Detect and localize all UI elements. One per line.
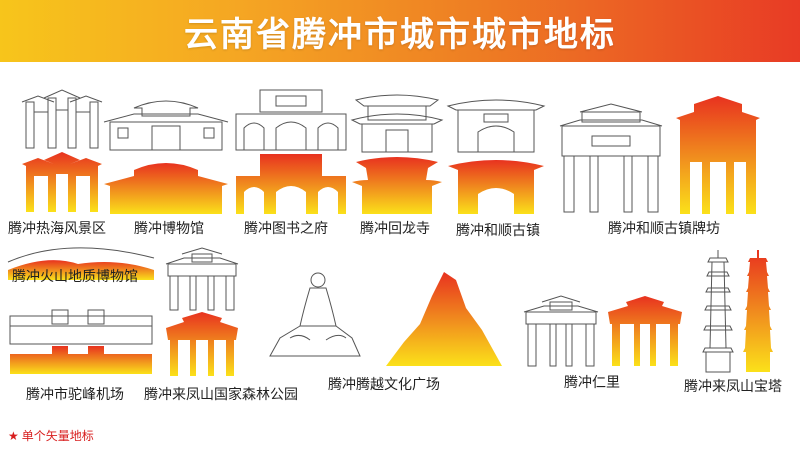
landmark-label-volcano-museum: 腾冲火山地质博物馆	[12, 269, 138, 285]
heshun-gate-color	[676, 96, 760, 214]
landmark-label-heshun-gate: 腾冲和顺古镇牌坊	[608, 221, 720, 237]
landmark-label-library: 腾冲图书之府	[244, 221, 328, 237]
airport-outline	[8, 306, 154, 346]
landmark-label-pagoda: 腾冲来凤山宝塔	[684, 379, 782, 395]
vector-note-text: 单个矢量地标	[21, 429, 94, 443]
heshun-town-color	[448, 156, 544, 214]
landmark-label-heshun: 腾冲和顺古镇	[456, 223, 540, 239]
renli-outline	[522, 295, 600, 367]
landmark-label-huilong: 腾冲回龙寺	[360, 221, 430, 237]
tengyue-square-statue	[260, 268, 370, 360]
star-icon: ★	[8, 429, 19, 443]
tengyue-square-color	[386, 272, 502, 366]
landmark-label-tengyue: 腾冲腾越文化广场	[328, 377, 440, 393]
laifeng-park-outline	[164, 247, 240, 311]
library-color	[236, 154, 346, 214]
page-title: 云南省腾冲市城市城市地标	[184, 14, 616, 55]
pagoda-color	[742, 250, 774, 372]
pagoda-outline	[702, 250, 734, 373]
rehai-archway-outline	[21, 88, 103, 149]
landmark-label-airport: 腾冲市驼峰机场	[26, 387, 124, 403]
museum-outline	[103, 92, 229, 151]
museum-color	[104, 156, 228, 214]
laifeng-park-color	[164, 312, 240, 376]
landmark-label-museum: 腾冲博物馆	[134, 221, 204, 237]
renli-color	[606, 296, 684, 366]
library-outline	[235, 88, 347, 151]
huilong-temple-color	[352, 156, 442, 214]
rehai-archway-color	[22, 152, 102, 212]
landmark-label-laifeng-park: 腾冲来凤山国家森林公园	[144, 387, 298, 403]
landmark-label-rehai: 腾冲热海风景区	[8, 221, 106, 237]
landmark-label-renli: 腾冲仁里	[564, 375, 620, 391]
header-banner: 云南省腾冲市城市城市地标	[0, 0, 800, 62]
heshun-gate-outline	[556, 103, 666, 213]
heshun-town-outline	[446, 96, 546, 153]
huilong-temple-outline	[350, 92, 444, 153]
volcano-museum	[7, 240, 155, 290]
vector-note: ★单个矢量地标	[8, 427, 94, 444]
airport-color	[8, 342, 154, 374]
